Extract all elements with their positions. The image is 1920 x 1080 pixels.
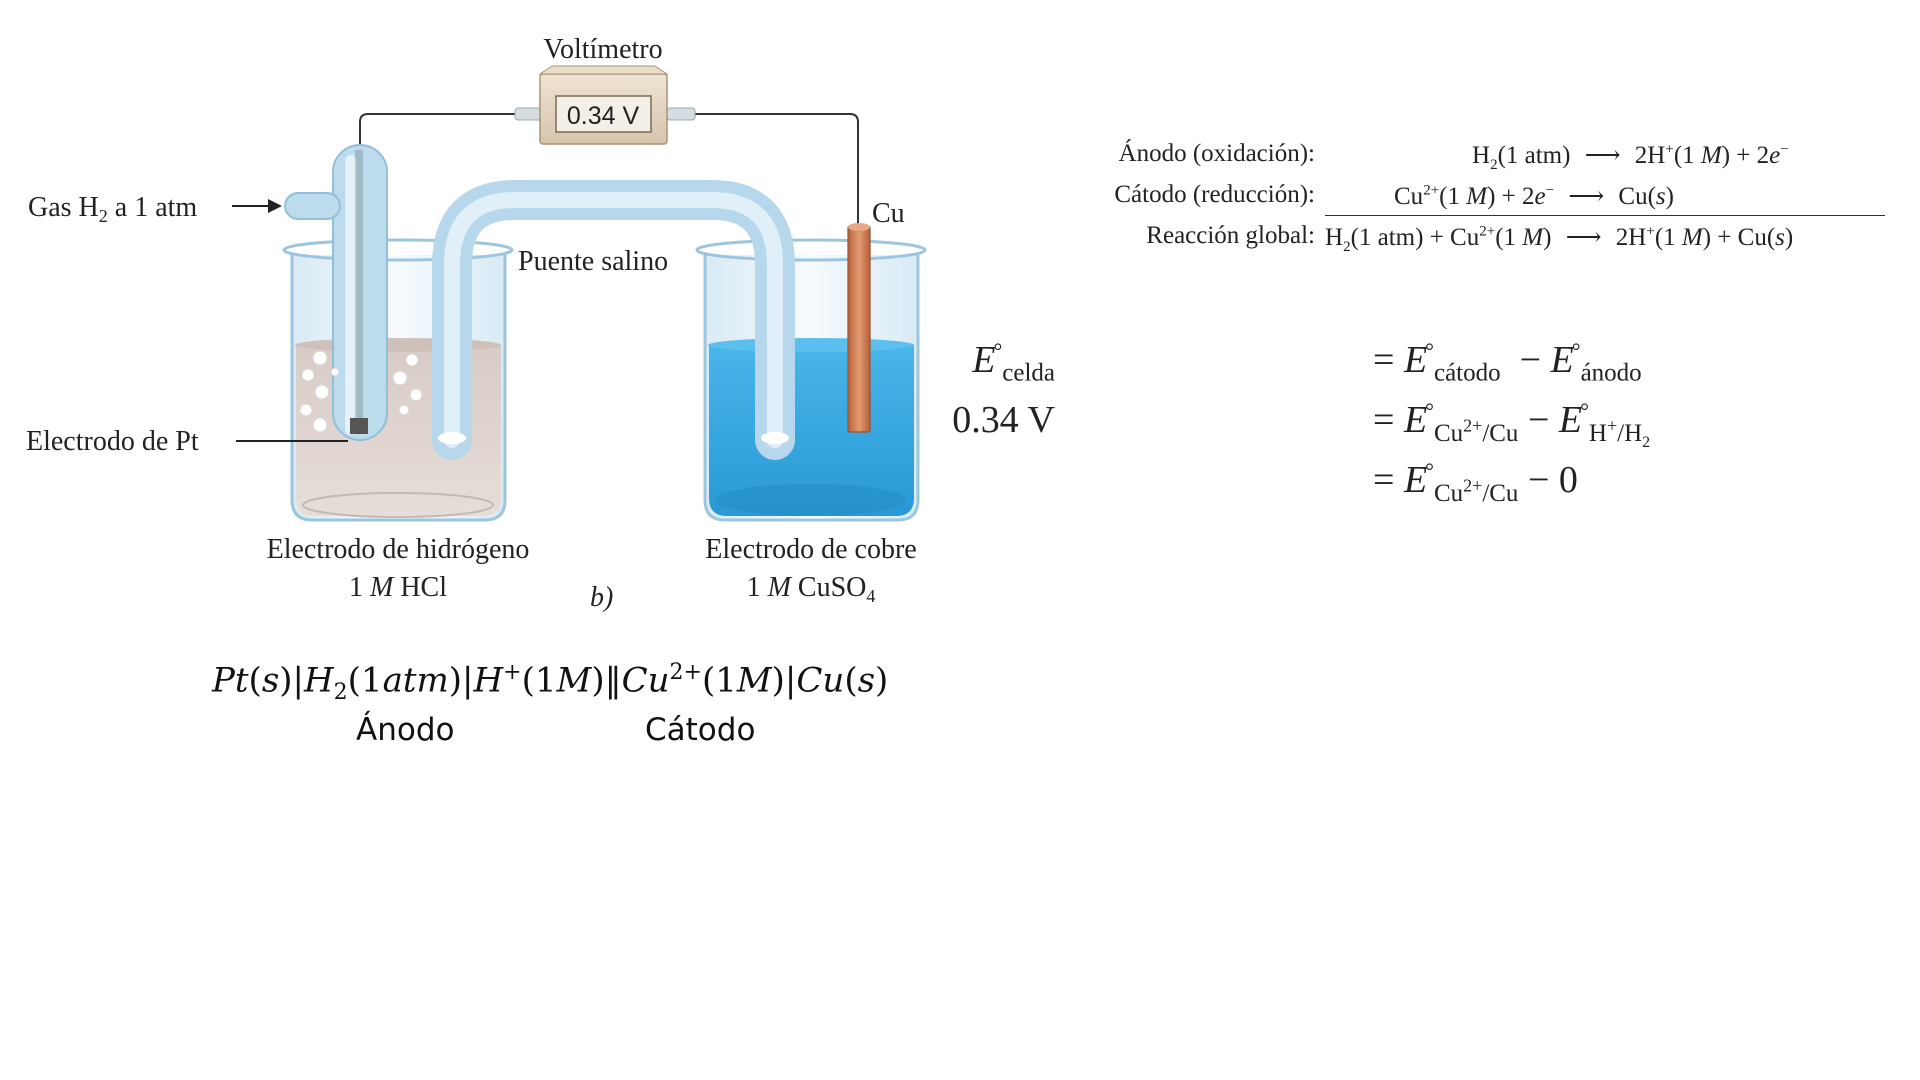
cathode-reaction-label: Cátodo (reducción):: [1114, 181, 1315, 208]
salt-bridge: [432, 180, 795, 460]
salt-bridge-label: Puente salino: [518, 246, 668, 277]
voltmeter: 0.34 V: [514, 65, 696, 145]
e-cell-definition: = E°cátodo − E°ánodo: [1373, 338, 1642, 387]
reaction-sum-line: [1325, 215, 1885, 216]
gas-label: Gas H2 a 1 atm: [28, 192, 197, 226]
cu-label: Cu: [872, 198, 905, 229]
cathode-label: Cátodo: [645, 712, 756, 748]
anode-reaction-label: Ánodo (oxidación):: [1118, 140, 1315, 167]
anode-reaction-equation: H2(1 atm) ⟶ 2H+(1 M) + 2e−: [1472, 141, 1789, 173]
cell-voltage-value: 0.34 V: [952, 399, 1055, 441]
galvanic-cell-diagram: 0.34 V Voltímetro: [26, 34, 927, 613]
panel-label: b): [590, 582, 613, 613]
global-reaction-equation: H2(1 atm) + Cu2+(1 M) ⟶ 2H+(1 M) + Cu(s): [1325, 223, 1794, 255]
voltmeter-reading: 0.34 V: [567, 102, 640, 130]
right-caption-line1: Electrodo de cobre: [705, 534, 916, 565]
zero-value: 0: [1558, 459, 1578, 501]
right-caption-line2: 1 M CuSO4: [747, 572, 876, 606]
left-caption-line2: 1 M HCl: [349, 572, 447, 603]
left-caption-line1: Electrodo de hidrógeno: [267, 534, 530, 565]
wire-right: [690, 113, 859, 228]
cell-notation: Pt(s)|H2(1atm)|H+(1M)‖Cu2+(1M)|Cu(s): [212, 660, 889, 706]
anode-label: Ánodo: [356, 712, 455, 748]
hydrogen-electrode-tube: [284, 144, 388, 441]
pt-electrode-label: Electrodo de Pt: [26, 426, 199, 457]
voltmeter-title: Voltímetro: [543, 34, 662, 65]
global-reaction-label: Reacción global:: [1146, 222, 1315, 249]
copper-electrode: [847, 223, 871, 433]
hydrogen-bubbles: [299, 350, 423, 433]
e-cell-result: = E°Cu2+/Cu − 0: [1373, 458, 1578, 507]
cathode-reaction-equation: Cu2+(1 M) + 2e− ⟶ Cu(s): [1394, 182, 1674, 210]
wire-left: [359, 113, 520, 150]
e-cell-substitution: = E°Cu2+/Cu − E°H+/H2: [1373, 398, 1651, 451]
e-cell-term: E°celda: [972, 338, 1055, 387]
